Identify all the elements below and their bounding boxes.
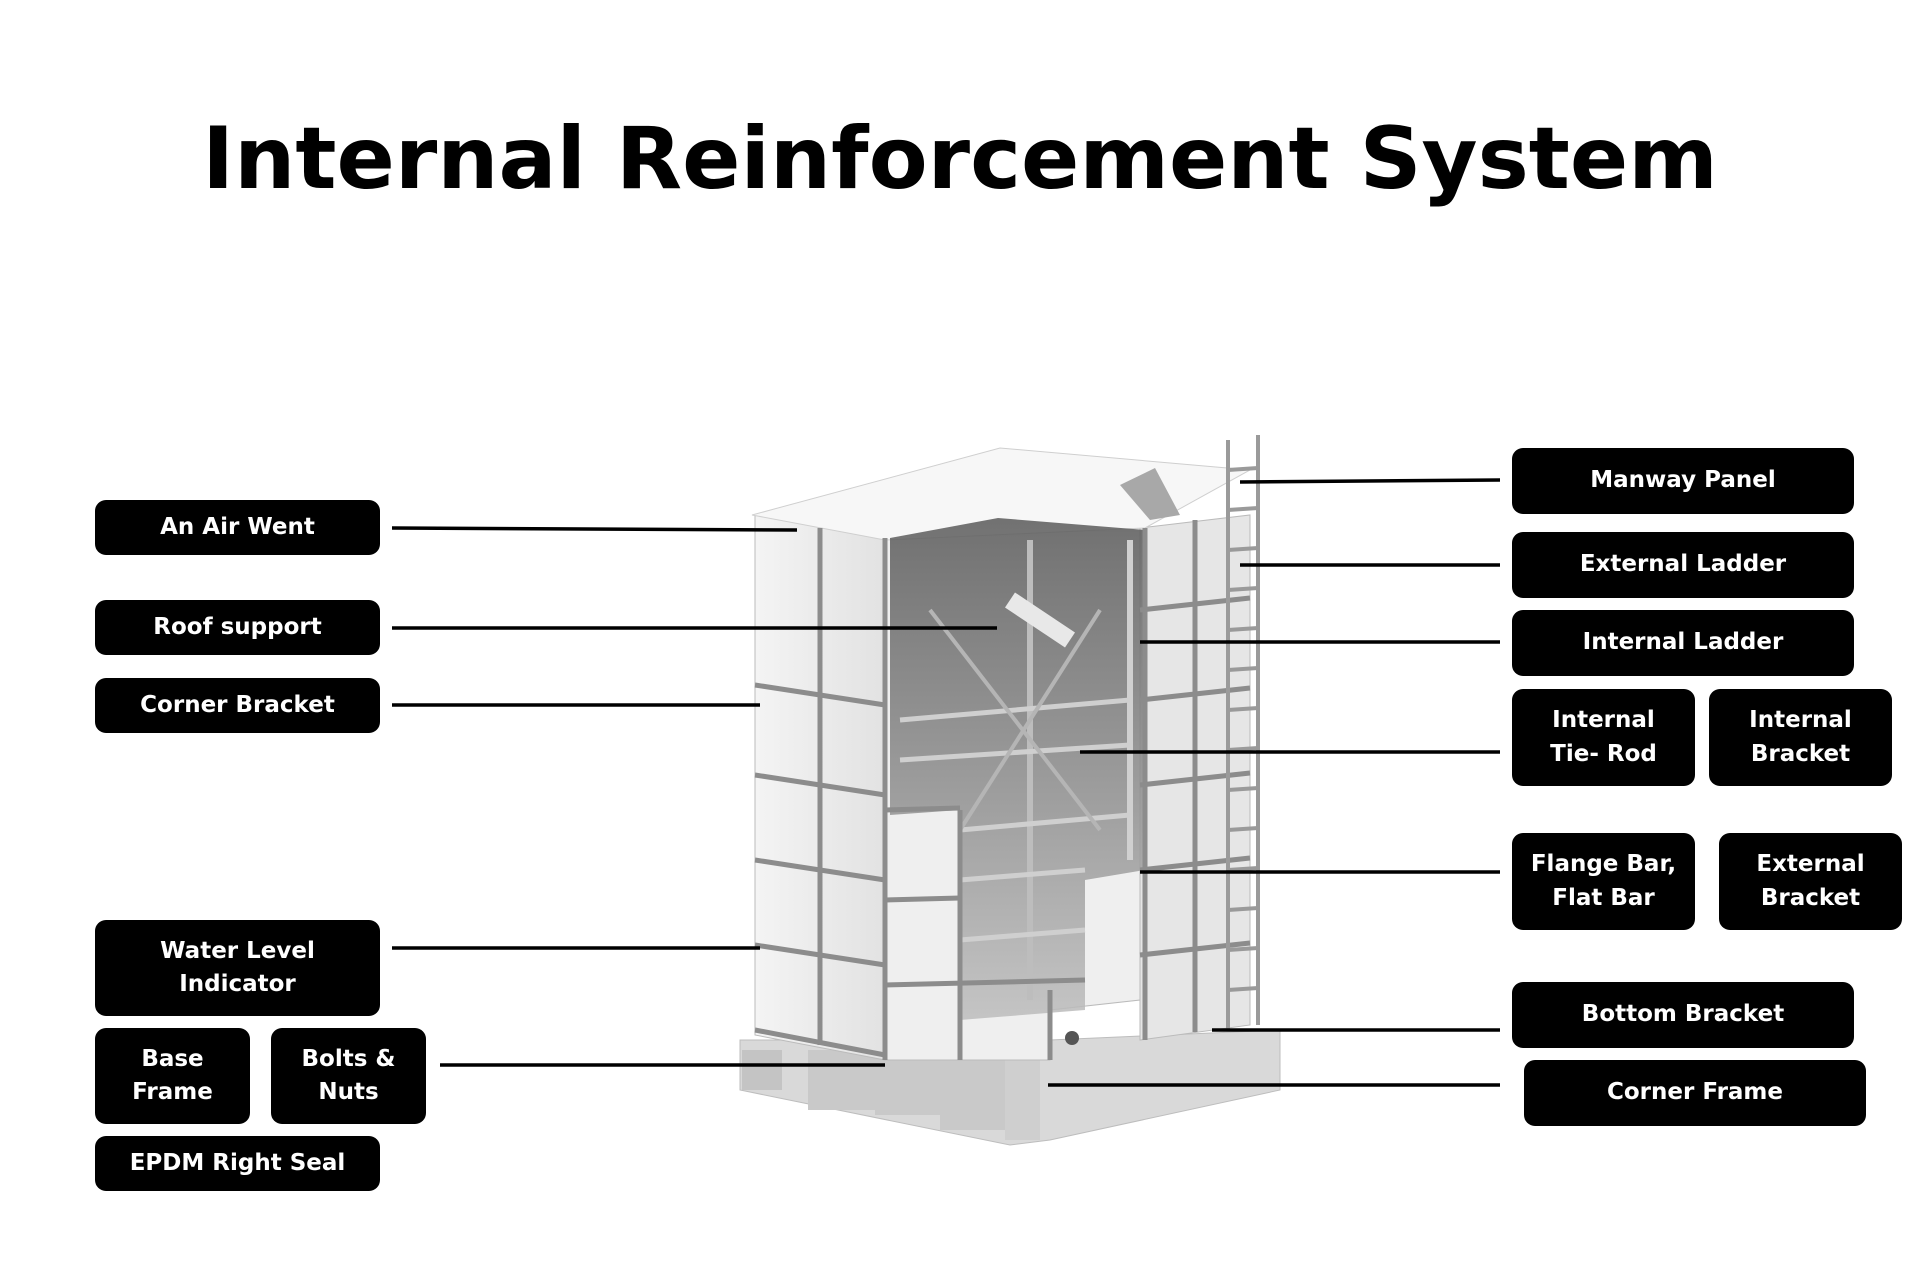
external-ladder — [1226, 435, 1260, 1030]
leader-lines — [391, 478, 1501, 1087]
label-corner-bracket: Corner Bracket — [95, 678, 380, 733]
tank-interior — [890, 518, 1145, 1020]
label-bottom-bracket: Bottom Bracket — [1512, 982, 1854, 1048]
leader-manway — [1239, 478, 1501, 484]
page-title: Internal Reinforcement System — [202, 109, 1718, 209]
flange-grid-front — [884, 805, 1086, 1060]
roof — [751, 447, 1252, 541]
label-corner-frame: Corner Frame — [1524, 1060, 1866, 1126]
label-internal-bracket: Internal Bracket — [1709, 689, 1892, 786]
label-external-ladder: External Ladder — [1512, 532, 1854, 598]
label-air-vent: An Air Went — [95, 500, 380, 555]
label-manway-panel: Manway Panel — [1512, 448, 1854, 514]
label-internal-ladder: Internal Ladder — [1512, 610, 1854, 676]
leader-air-vent — [391, 526, 798, 532]
flange-grid-left — [754, 528, 888, 1060]
label-roof-support: Roof support — [95, 600, 380, 655]
label-bolts-nuts: Bolts & Nuts — [271, 1028, 426, 1124]
base-frame-skids — [739, 1029, 1281, 1146]
label-water-level-indicator: Water Level Indicator — [95, 920, 380, 1016]
flange-grid-right — [1139, 520, 1251, 1040]
label-epdm-seal: EPDM Right Seal — [95, 1136, 380, 1191]
drain-port — [1065, 1031, 1079, 1045]
label-base-frame: Base Frame — [95, 1028, 250, 1124]
label-internal-tie-rod: Internal Tie- Rod — [1512, 689, 1695, 786]
label-flange-bar: Flange Bar, Flat Bar — [1512, 833, 1695, 930]
label-external-bracket: External Bracket — [1719, 833, 1902, 930]
